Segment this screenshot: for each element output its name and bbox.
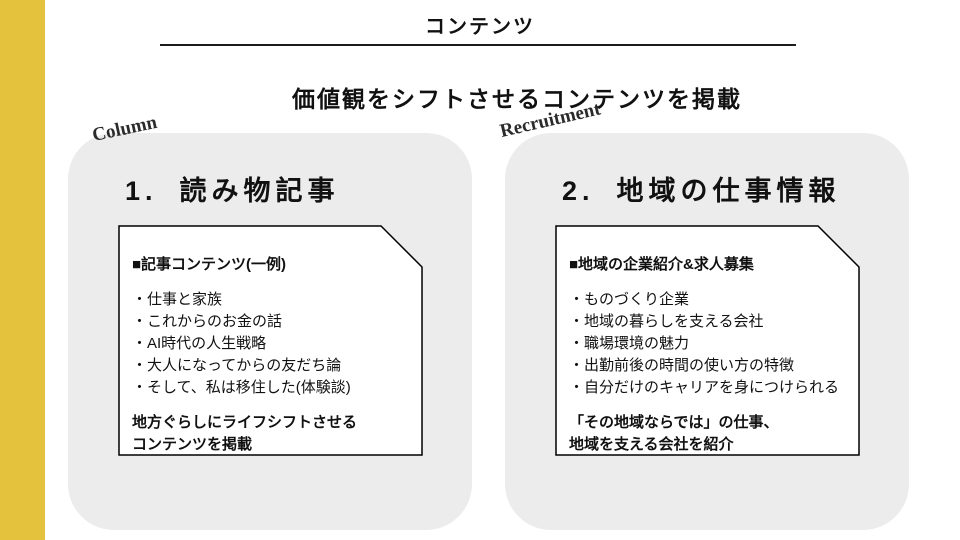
note-footer: 「その地域ならでは」の仕事、 地域を支える会社を紹介 — [569, 412, 848, 456]
card-heading-column: 1. 読み物記事 — [125, 169, 340, 208]
note-bullet: ・職場環境の魅力 — [569, 335, 690, 352]
note-bullet-list: ・ものづくり企業 ・地域の暮らしを支える会社 ・職場環境の魅力 ・出勤前後の時間… — [569, 289, 848, 399]
note-header: ■記事コンテンツ(一例) — [132, 256, 287, 273]
note-bullet: ・自分だけのキャリアを身につけられる — [569, 379, 840, 396]
card-number: 2. — [562, 176, 595, 206]
note-footer-line: 地域を支える会社を紹介 — [569, 436, 734, 453]
card-column: Column 1. 読み物記事 ■記事コンテンツ(一例) ・仕事と家族 ・これか… — [68, 112, 472, 530]
card-number: 1. — [125, 176, 158, 206]
left-accent-bar — [0, 0, 45, 540]
note-bullet: ・これからのお金の話 — [132, 313, 283, 330]
title-underline — [160, 44, 796, 46]
note-footer-line: 「その地域ならでは」の仕事、 — [569, 414, 779, 431]
note-footer-line: コンテンツを掲載 — [132, 436, 253, 453]
note-footer: 地方ぐらしにライフシフトさせる コンテンツを掲載 — [132, 412, 411, 456]
note-paper: ■記事コンテンツ(一例) ・仕事と家族 ・これからのお金の話 ・AI時代の人生戦… — [118, 225, 423, 456]
folded-corner-note-shape — [555, 225, 860, 456]
note-bullet: ・そして、私は移住した(体験談) — [132, 379, 351, 396]
note-header: ■地域の企業紹介&求人募集 — [569, 256, 754, 273]
note-footer-line: 地方ぐらしにライフシフトさせる — [132, 414, 358, 431]
note-paper: ■地域の企業紹介&求人募集 ・ものづくり企業 ・地域の暮らしを支える会社 ・職場… — [555, 225, 860, 456]
card-heading-text: 地域の仕事情報 — [616, 176, 841, 206]
folded-corner-note-shape — [118, 225, 423, 456]
card-recruitment: Recruitment 2. 地域の仕事情報 ■地域の企業紹介&求人募集 ・もの… — [498, 99, 909, 530]
note-bullet-list: ・仕事と家族 ・これからのお金の話 ・AI時代の人生戦略 ・大人になってからの友… — [132, 289, 411, 399]
note-bullet: ・AI時代の人生戦略 — [132, 335, 267, 352]
note-bullet: ・出勤前後の時間の使い方の特徴 — [569, 357, 795, 374]
card-heading-text: 読み物記事 — [179, 176, 340, 206]
card-heading-recruitment: 2. 地域の仕事情報 — [562, 169, 841, 208]
page-subtitle: 価値観をシフトさせるコンテンツを掲載 — [292, 86, 742, 112]
page-title: コンテンツ — [425, 16, 535, 38]
note-bullet: ・ものづくり企業 — [569, 291, 690, 308]
note-content: ■記事コンテンツ(一例) ・仕事と家族 ・これからのお金の話 ・AI時代の人生戦… — [118, 225, 423, 456]
note-content: ■地域の企業紹介&求人募集 ・ものづくり企業 ・地域の暮らしを支える会社 ・職場… — [555, 225, 860, 456]
note-bullet: ・地域の暮らしを支える会社 — [569, 313, 764, 330]
note-bullet: ・大人になってからの友だち論 — [132, 357, 342, 374]
handwritten-tag-column: Column — [90, 111, 159, 147]
note-bullet: ・仕事と家族 — [132, 291, 223, 308]
